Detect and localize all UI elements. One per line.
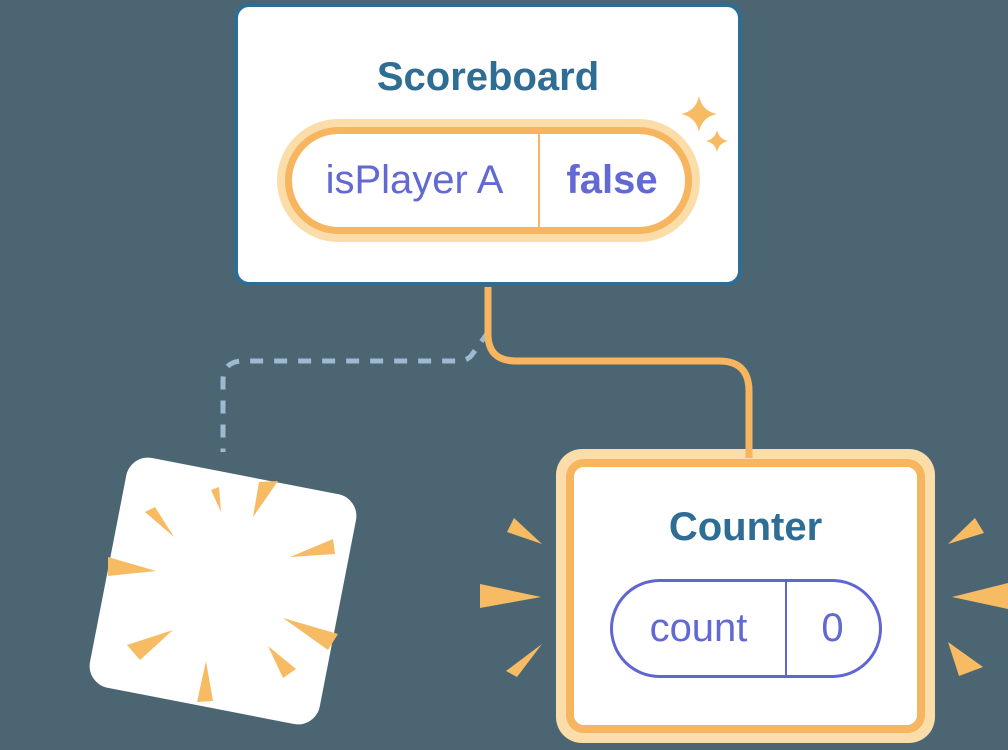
emphasis-burst-right-icon [948,518,1008,676]
removed-component-card [85,453,361,729]
scoreboard-state-pill: isPlayer A false [276,119,700,242]
removed-branch-connector [220,329,492,452]
counter-state-pill: count 0 [609,579,882,678]
emphasis-burst-left-icon [480,518,542,677]
counter-state-value: 0 [821,606,844,650]
counter-branch-connector [484,287,753,458]
pill-divider [784,582,787,675]
pill-divider [537,134,540,227]
counter-state-key: count [649,606,748,650]
counter-component-card-inner: Counter count 0 [566,459,925,733]
scoreboard-state-key: isPlayer A [325,158,504,202]
counter-title: Counter [668,505,823,549]
scoreboard-component-card: Scoreboard isPlayer A false [234,3,742,286]
scoreboard-title: Scoreboard [376,55,600,99]
counter-component-card: Counter count 0 [556,449,935,743]
scoreboard-state-pill-inner: isPlayer A false [284,127,692,234]
scoreboard-state-value: false [566,158,658,202]
